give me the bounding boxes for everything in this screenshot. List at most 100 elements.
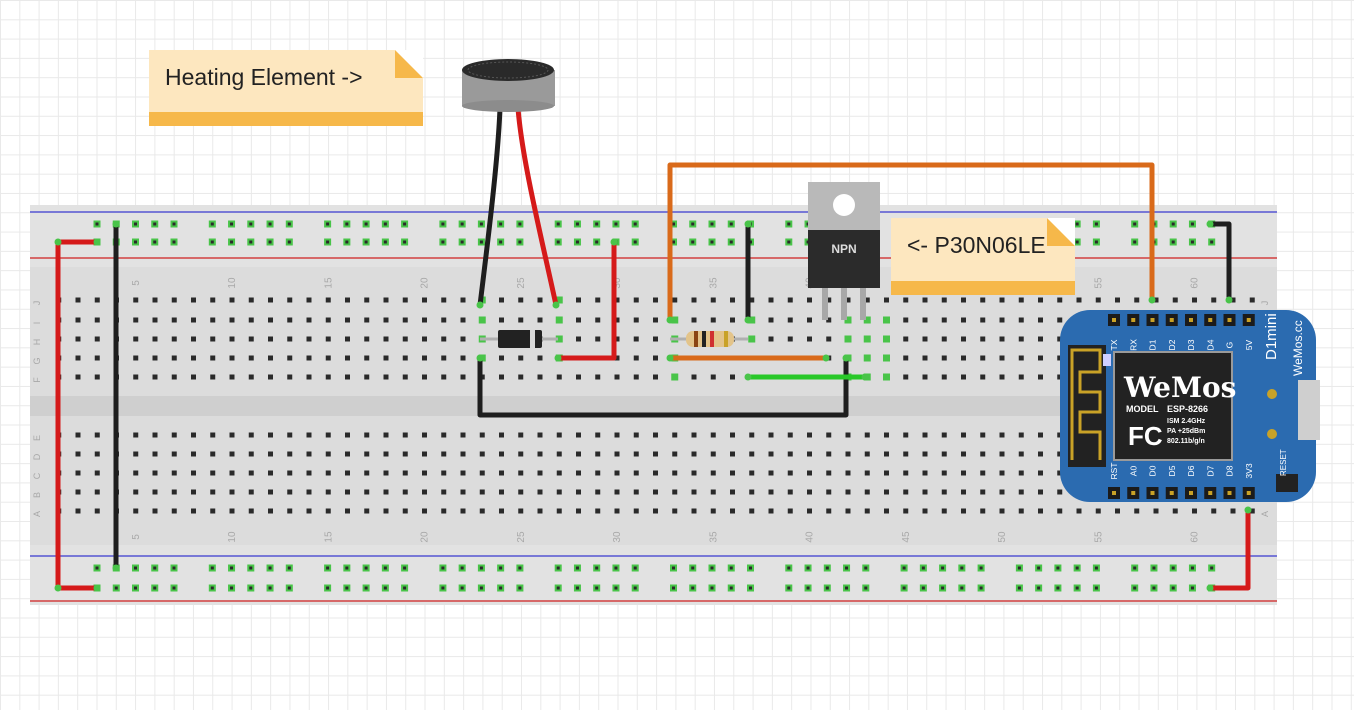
hole[interactable]	[903, 297, 909, 303]
hole[interactable]	[961, 508, 966, 514]
hole[interactable]	[210, 374, 216, 380]
hole[interactable]	[845, 432, 851, 438]
hole[interactable]	[268, 355, 273, 361]
hole[interactable]	[903, 317, 909, 323]
hole[interactable]	[710, 374, 716, 380]
hole[interactable]	[229, 508, 235, 514]
hole[interactable]	[556, 489, 562, 495]
hole[interactable]	[441, 297, 447, 303]
wire-red-left-rail[interactable]	[55, 239, 100, 591]
hole[interactable]	[460, 317, 466, 323]
hole[interactable]	[1018, 355, 1024, 361]
wire-end[interactable]	[822, 354, 830, 362]
hole[interactable]	[364, 374, 370, 380]
wire-end[interactable]	[112, 564, 120, 572]
hole[interactable]	[633, 470, 639, 476]
hole[interactable]	[364, 451, 370, 457]
hole[interactable]	[826, 336, 832, 342]
hole[interactable]	[903, 355, 909, 361]
hole[interactable]	[537, 355, 543, 361]
hole[interactable]	[1249, 508, 1255, 514]
hole[interactable]	[383, 297, 389, 303]
hole[interactable]	[730, 432, 735, 438]
hole[interactable]	[422, 297, 427, 303]
hole[interactable]	[1134, 297, 1140, 303]
hole-connected[interactable]	[863, 316, 871, 324]
hole[interactable]	[94, 317, 100, 323]
hole[interactable]	[980, 317, 986, 323]
hole[interactable]	[94, 489, 100, 495]
hole[interactable]	[653, 508, 658, 514]
hole[interactable]	[595, 432, 601, 438]
hole[interactable]	[499, 432, 504, 438]
hole[interactable]	[595, 374, 601, 380]
transistor[interactable]: NPN	[808, 182, 880, 320]
hole[interactable]	[75, 297, 81, 303]
hole[interactable]	[1018, 317, 1024, 323]
hole[interactable]	[1095, 297, 1101, 303]
hole[interactable]	[980, 432, 986, 438]
hole[interactable]	[210, 355, 216, 361]
hole[interactable]	[441, 508, 447, 514]
hole[interactable]	[518, 508, 524, 514]
wire-end[interactable]	[1148, 296, 1156, 304]
hole[interactable]	[999, 374, 1005, 380]
hole[interactable]	[325, 374, 331, 380]
hole[interactable]	[1057, 336, 1063, 342]
hole[interactable]	[980, 489, 986, 495]
hole[interactable]	[210, 451, 216, 457]
hole[interactable]	[537, 508, 543, 514]
hole[interactable]	[1115, 508, 1120, 514]
hole[interactable]	[325, 489, 331, 495]
hole-connected[interactable]	[863, 354, 871, 362]
hole[interactable]	[345, 355, 350, 361]
hole[interactable]	[826, 297, 832, 303]
hole[interactable]	[479, 508, 485, 514]
hole[interactable]	[922, 297, 928, 303]
hole[interactable]	[691, 489, 697, 495]
hole[interactable]	[1018, 374, 1024, 380]
hole[interactable]	[653, 297, 658, 303]
hole[interactable]	[653, 432, 658, 438]
hole[interactable]	[672, 508, 678, 514]
hole[interactable]	[248, 470, 254, 476]
hole[interactable]	[1038, 317, 1043, 323]
hole[interactable]	[576, 451, 581, 457]
hole[interactable]	[710, 297, 716, 303]
hole[interactable]	[787, 336, 793, 342]
hole[interactable]	[422, 489, 427, 495]
hole[interactable]	[345, 451, 350, 457]
hole[interactable]	[537, 451, 543, 457]
hole[interactable]	[961, 432, 966, 438]
hole[interactable]	[941, 297, 947, 303]
hole[interactable]	[556, 432, 562, 438]
hole[interactable]	[229, 317, 235, 323]
hole[interactable]	[306, 355, 312, 361]
hole[interactable]	[325, 470, 331, 476]
hole[interactable]	[941, 489, 947, 495]
hole[interactable]	[325, 317, 331, 323]
hole[interactable]	[614, 451, 620, 457]
hole[interactable]	[864, 508, 870, 514]
hole[interactable]	[210, 508, 216, 514]
hole[interactable]	[441, 470, 447, 476]
wire-end[interactable]	[54, 238, 62, 246]
hole[interactable]	[210, 489, 216, 495]
hole[interactable]	[248, 297, 254, 303]
hole[interactable]	[383, 470, 389, 476]
hole[interactable]	[210, 297, 216, 303]
hole[interactable]	[961, 355, 966, 361]
hole[interactable]	[845, 489, 851, 495]
hole[interactable]	[229, 432, 235, 438]
hole[interactable]	[903, 336, 909, 342]
hole[interactable]	[229, 374, 235, 380]
hole[interactable]	[133, 297, 139, 303]
hole[interactable]	[537, 470, 543, 476]
hole[interactable]	[922, 451, 928, 457]
hole[interactable]	[633, 508, 639, 514]
wire-end[interactable]	[1206, 220, 1214, 228]
hole[interactable]	[576, 489, 581, 495]
hole-connected[interactable]	[671, 316, 679, 324]
hole[interactable]	[325, 355, 331, 361]
hole[interactable]	[229, 451, 235, 457]
